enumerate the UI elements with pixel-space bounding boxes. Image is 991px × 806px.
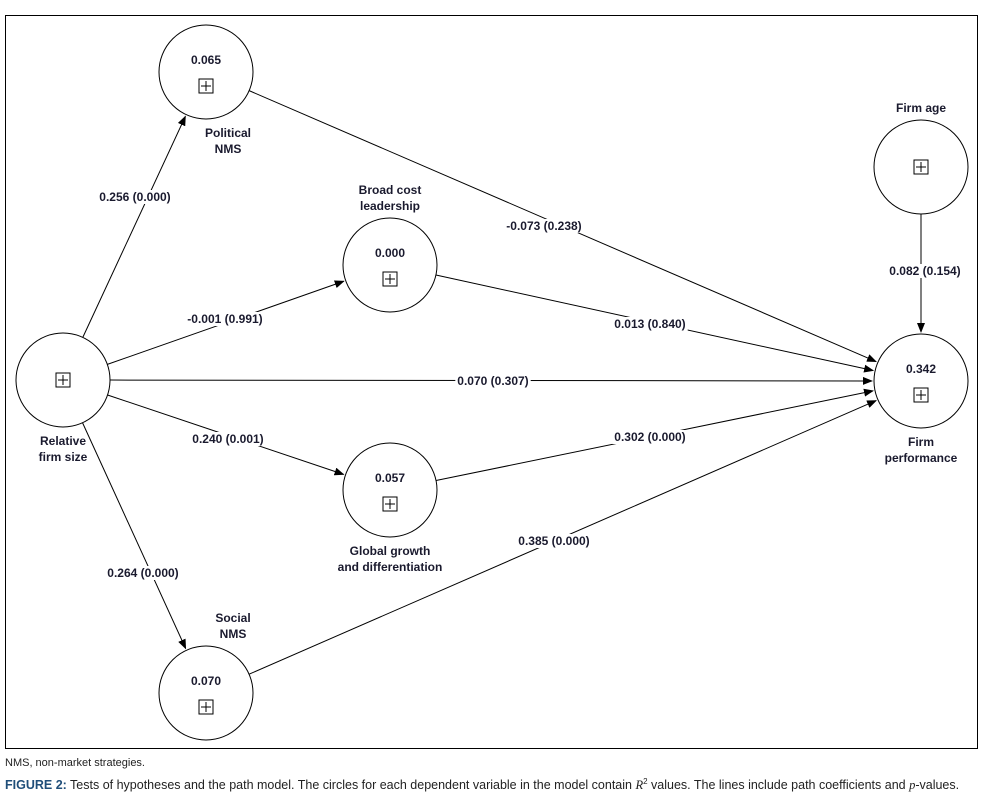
r-squared-symbol: R: [635, 778, 644, 793]
construct-name-label: Broad cost: [359, 183, 422, 197]
construct-name-label: NMS: [215, 142, 242, 156]
r-squared-value: 0.342: [906, 362, 936, 376]
path-coefficient-label: -0.001 (0.991): [187, 312, 262, 326]
label-background: [612, 430, 688, 444]
label-background: [97, 190, 173, 204]
path-coefficient-label: -0.073 (0.238): [506, 219, 581, 233]
path-coefficient-label: 0.264 (0.000): [107, 566, 178, 580]
construct-circle[interactable]: [342, 217, 438, 313]
construct-circle[interactable]: [158, 645, 254, 741]
construct-circle[interactable]: [158, 24, 254, 120]
label-background: [504, 219, 584, 233]
construct-name-label: performance: [885, 451, 958, 465]
label-background: [516, 534, 592, 548]
caption-text-1: Tests of hypotheses and the path model. …: [66, 778, 636, 793]
node-broadcost[interactable]: 0.000 Broad cost leadership: [342, 183, 438, 313]
construct-name-label: Firm: [908, 435, 934, 449]
path-coefficient-label: 0.240 (0.001): [192, 432, 263, 446]
diagram-frame: [5, 15, 978, 749]
construct-name-label: Social: [215, 611, 250, 625]
r-squared-value: 0.000: [375, 246, 405, 260]
path-coefficient-label: 0.013 (0.840): [614, 317, 685, 331]
construct-name-label: NMS: [220, 627, 247, 641]
r-squared-value: 0.065: [191, 53, 221, 67]
label-background: [105, 566, 181, 580]
construct-circle[interactable]: [873, 333, 969, 429]
path-arrow-relsize-to-political: [82, 115, 186, 338]
construct-name-label: leadership: [360, 199, 420, 213]
construct-name-label: and differentiation: [338, 560, 443, 574]
path-coefficient-label: 0.070 (0.307): [457, 374, 528, 388]
construct-name-label: Relative: [40, 434, 86, 448]
construct-name-label: firm size: [39, 450, 88, 464]
construct-circle[interactable]: [342, 442, 438, 538]
path-arrow-relsize-to-social: [82, 422, 187, 650]
r-squared-superscript: 2: [643, 777, 648, 786]
construct-name-label: Global growth: [350, 544, 431, 558]
caption-text-2: values. The lines include path coefficie…: [647, 778, 910, 793]
footnote: NMS, non-market strategies.: [5, 757, 145, 769]
label-background: [190, 432, 266, 446]
figure-caption: FIGURE 2: Tests of hypotheses and the pa…: [5, 777, 959, 793]
label-background: [455, 374, 531, 388]
label-background: [887, 264, 963, 278]
p-symbol: p: [909, 778, 916, 793]
construct-name-label: Firm age: [896, 101, 946, 115]
r-squared-value: 0.070: [191, 674, 221, 688]
path-coefficient-label: 0.082 (0.154): [889, 264, 960, 278]
path-coefficient-label: 0.302 (0.000): [614, 430, 685, 444]
label-background: [185, 312, 265, 326]
label-background: [612, 317, 688, 331]
r-squared-value: 0.057: [375, 471, 405, 485]
caption-text-3: -values.: [915, 778, 960, 793]
figure-label: FIGURE 2:: [5, 778, 67, 793]
path-coefficient-label: 0.256 (0.000): [99, 190, 170, 204]
construct-name-label: Political: [205, 126, 251, 140]
node-relsize[interactable]: Relative firm size: [15, 332, 111, 464]
path-coefficient-label: 0.385 (0.000): [518, 534, 589, 548]
node-firmage[interactable]: Firm age: [873, 101, 969, 215]
